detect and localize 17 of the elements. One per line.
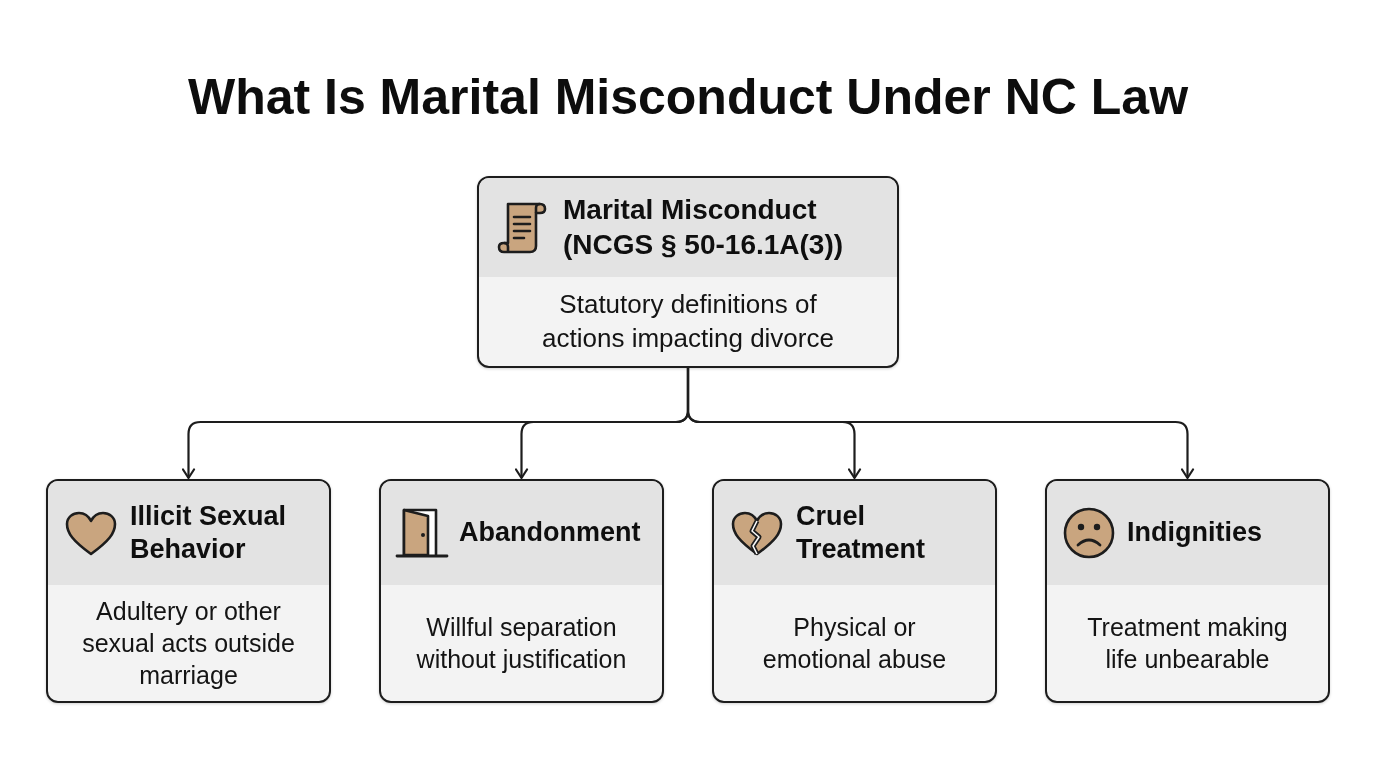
card-title: Indignities	[1127, 516, 1262, 550]
card-description: Willful separation without justification	[415, 612, 628, 675]
category-card	[712, 479, 997, 703]
card-title: Abandonment	[459, 516, 641, 550]
diagram-title: What Is Marital Misconduct Under NC Law	[187, 68, 1189, 127]
card-title: Cruel Treatment	[796, 499, 927, 566]
category-card	[379, 479, 664, 703]
card-title: Marital Misconduct (NCGS § 50-16.1A(3))	[563, 192, 845, 262]
category-card	[1045, 479, 1330, 703]
card-description: Statutory definitions of actions impacting divorce	[541, 288, 835, 355]
card-description: Adultery or other sexual acts outside marriage	[81, 596, 296, 691]
category-card	[46, 479, 331, 703]
card-description: Treatment making life unbearable	[1086, 612, 1289, 675]
connector-arrow	[686, 368, 1195, 480]
card-title: Illicit Sexual Behavior	[130, 499, 288, 566]
card-description: Physical or emotional abuse	[761, 612, 948, 675]
definition-card	[477, 176, 899, 368]
